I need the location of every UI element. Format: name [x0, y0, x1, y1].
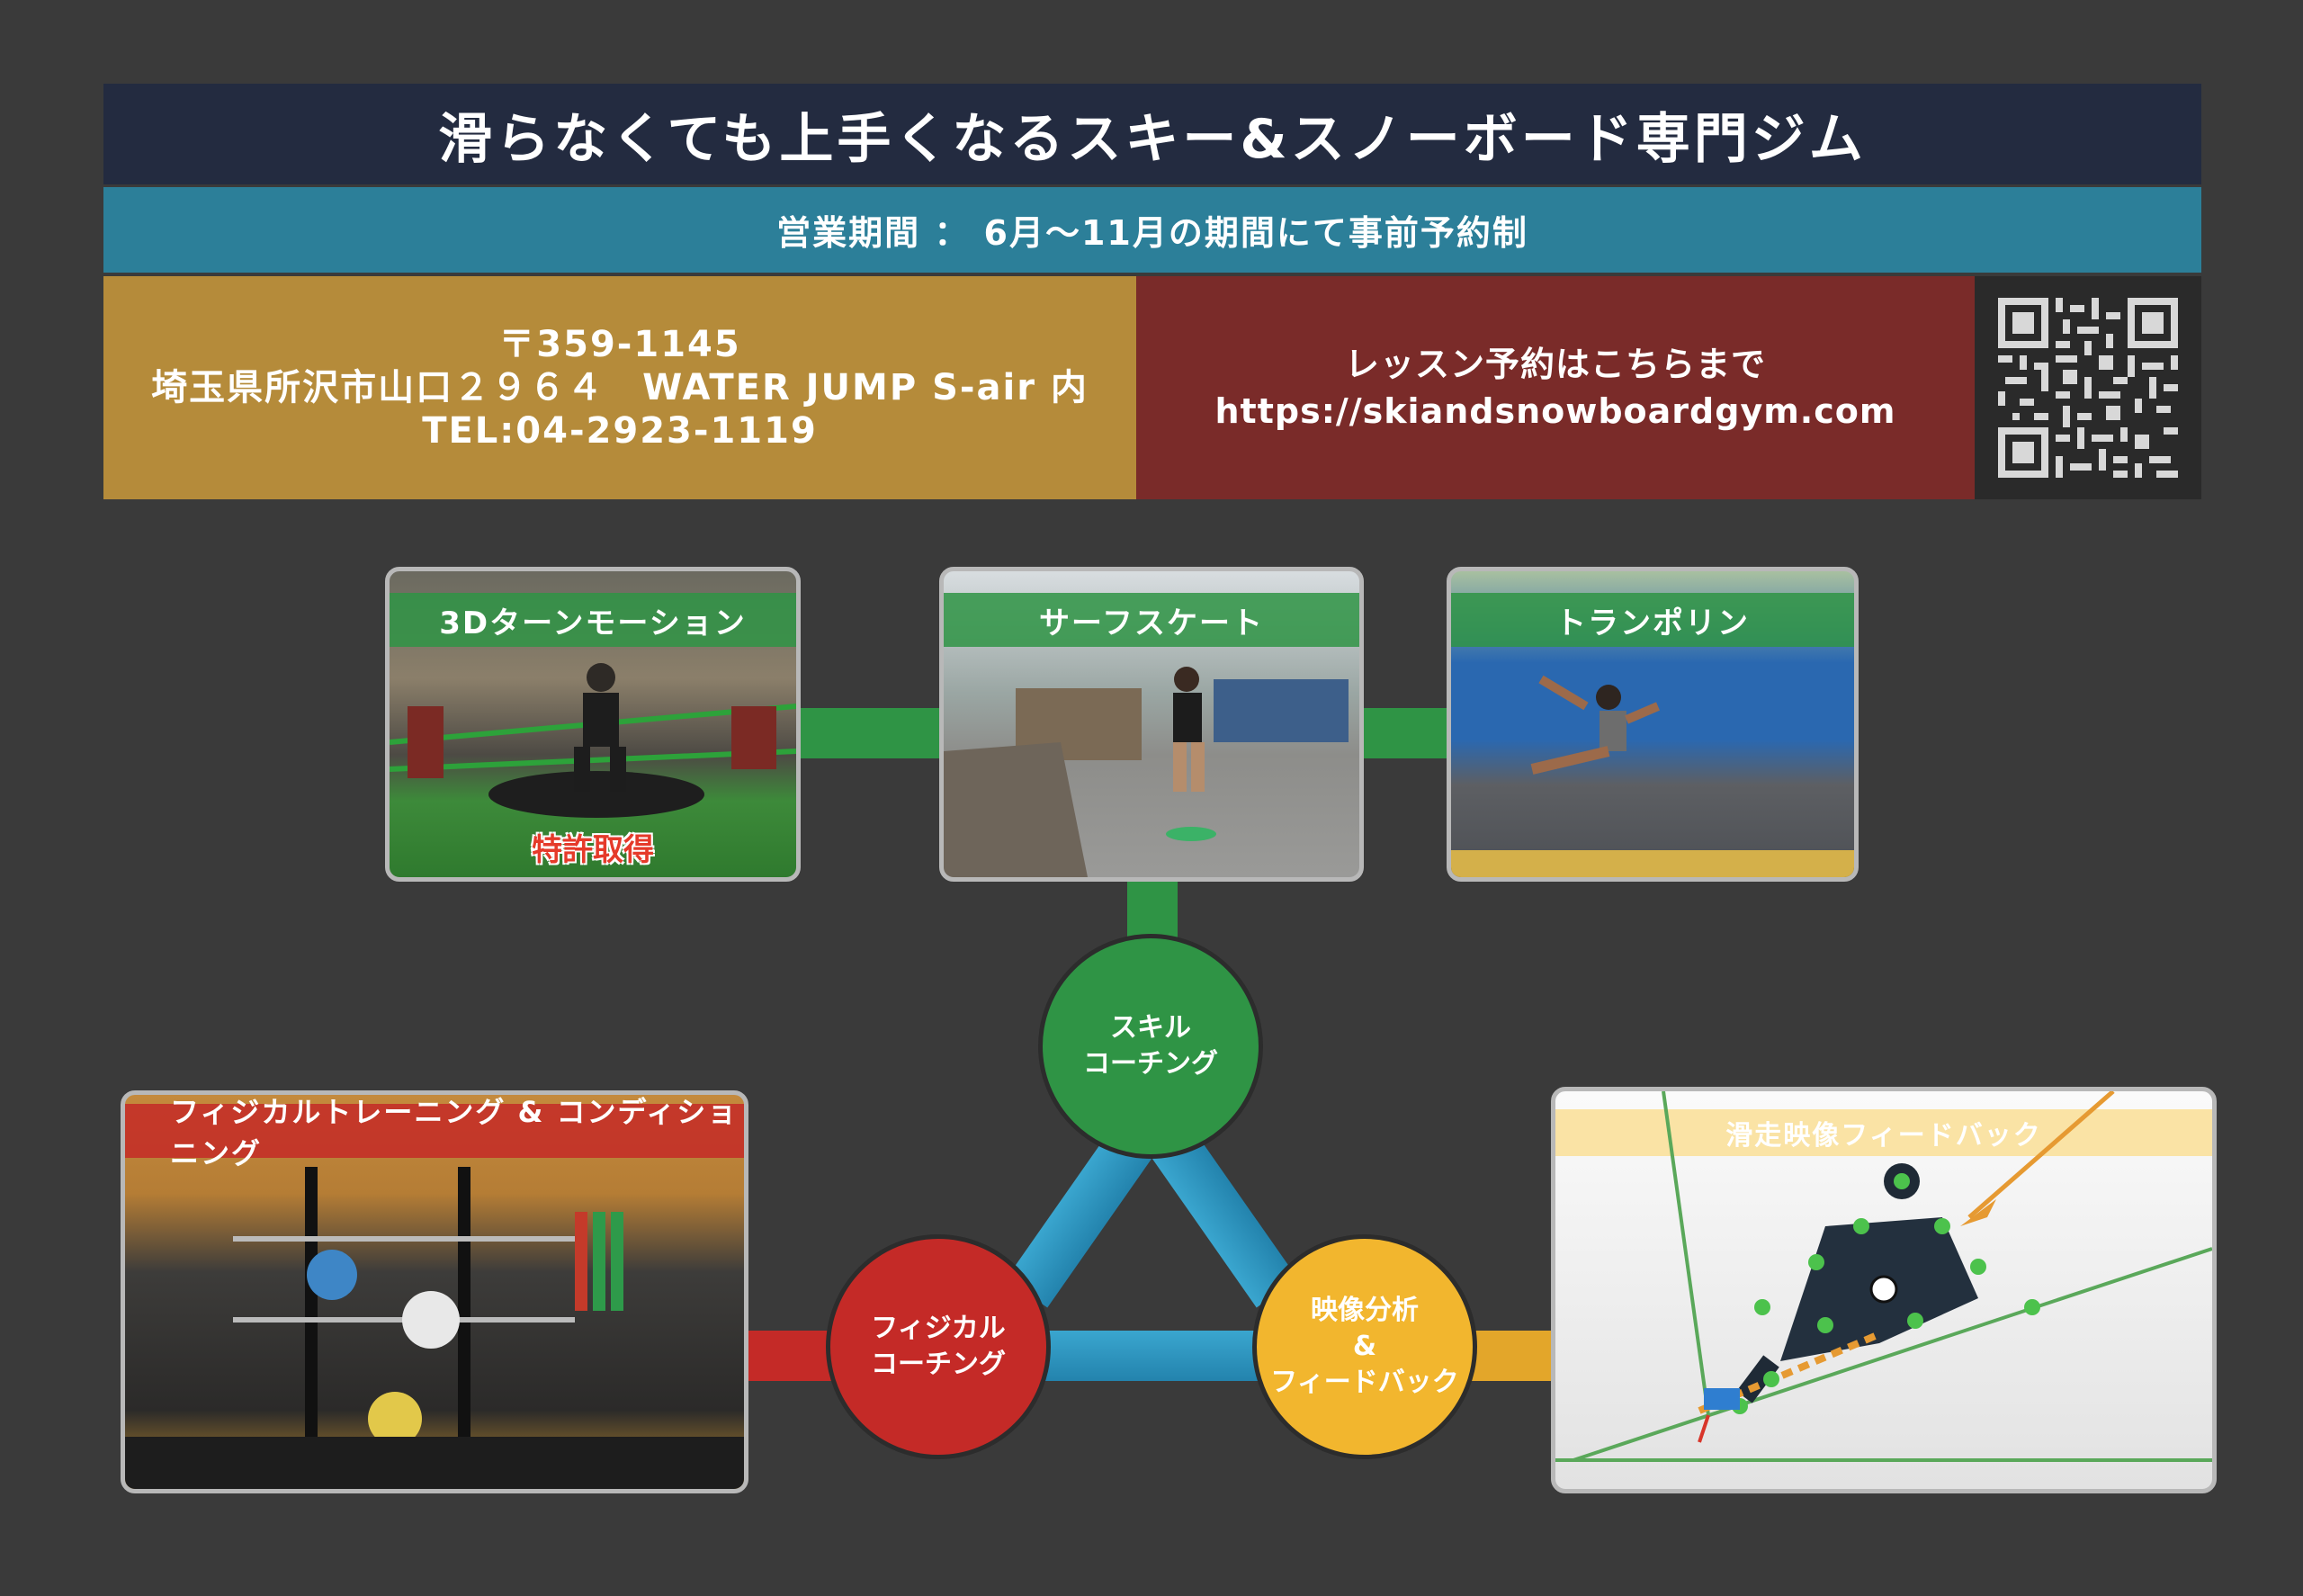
connector-green-left	[799, 708, 943, 758]
reservation-url-link[interactable]: https://skiandsnowboardgym.com	[1214, 391, 1896, 431]
video-circle-line1: 映像分析	[1311, 1295, 1419, 1326]
card-3d-turn-motion[interactable]: 3Dターンモーション 特許取得	[385, 567, 801, 882]
card-trampoline[interactable]: トランポリン	[1447, 567, 1859, 882]
card-surf-skate[interactable]: サーフスケート	[939, 567, 1364, 882]
trampoline-photo	[1451, 675, 1854, 877]
card-title-banner: トランポリン	[1451, 593, 1854, 647]
physical-coaching-circle[interactable]: フィジカル コーチング	[826, 1234, 1051, 1459]
address-line: 埼玉県所沢市山口２９６４ WATER JUMP S-air 内	[151, 367, 1089, 408]
skill-coaching-circle[interactable]: スキル コーチング	[1038, 934, 1263, 1159]
turn-motion-photo	[390, 663, 796, 818]
card-title-banner: 3Dターンモーション	[390, 593, 796, 647]
skill-circle-line1: スキル	[1110, 1012, 1191, 1044]
connector-blue-bottom	[1044, 1331, 1264, 1381]
connector-yellow-right	[1466, 1331, 1556, 1381]
qr-code-icon	[1998, 298, 2178, 478]
card-title-banner: フィジカルトレーニング & コンディショニング	[125, 1095, 744, 1170]
reservation-label: レッスン予約はこちらまで	[1344, 345, 1766, 384]
card-title-banner: 滑走映像フィードバック	[1555, 1109, 2212, 1156]
gym-rack-photo	[125, 1167, 744, 1489]
card-video-feedback[interactable]: 滑走映像フィードバック	[1551, 1087, 2217, 1493]
video-circle-line2: &	[1352, 1331, 1377, 1362]
business-period-banner: 営業期間 ： 6月～11月の期間にて事前予約制	[103, 187, 2201, 273]
ski-pose-analysis-image	[1555, 1091, 2212, 1462]
address-block: 〒359-1145 埼玉県所沢市山口２９６４ WATER JUMP S-air …	[103, 276, 1136, 499]
skill-circle-line2: コーチング	[1083, 1048, 1218, 1080]
qr-code[interactable]	[1975, 276, 2201, 499]
video-analysis-circle[interactable]: 映像分析 & フィードバック	[1252, 1234, 1477, 1459]
reservation-block: レッスン予約はこちらまで https://skiandsnowboardgym.…	[1136, 276, 1975, 499]
connector-red-left	[747, 1331, 837, 1381]
physical-circle-line2: コーチング	[871, 1349, 1006, 1380]
video-circle-line3: フィードバック	[1270, 1367, 1459, 1398]
patent-badge: 特許取得	[532, 832, 654, 868]
postal-code: 〒359-1145	[498, 324, 741, 365]
physical-circle-line1: フィジカル	[871, 1313, 1006, 1344]
card-physical-training[interactable]: フィジカルトレーニング & コンディショニング	[121, 1090, 748, 1493]
surf-skate-photo	[944, 667, 1349, 877]
page-title: 滑らなくても上手くなるスキー&スノーボード専門ジム	[103, 84, 2201, 184]
phone-number[interactable]: TEL:04-2923-1119	[422, 410, 818, 452]
connector-green-right	[1361, 708, 1451, 758]
card-title-banner: サーフスケート	[944, 593, 1359, 647]
